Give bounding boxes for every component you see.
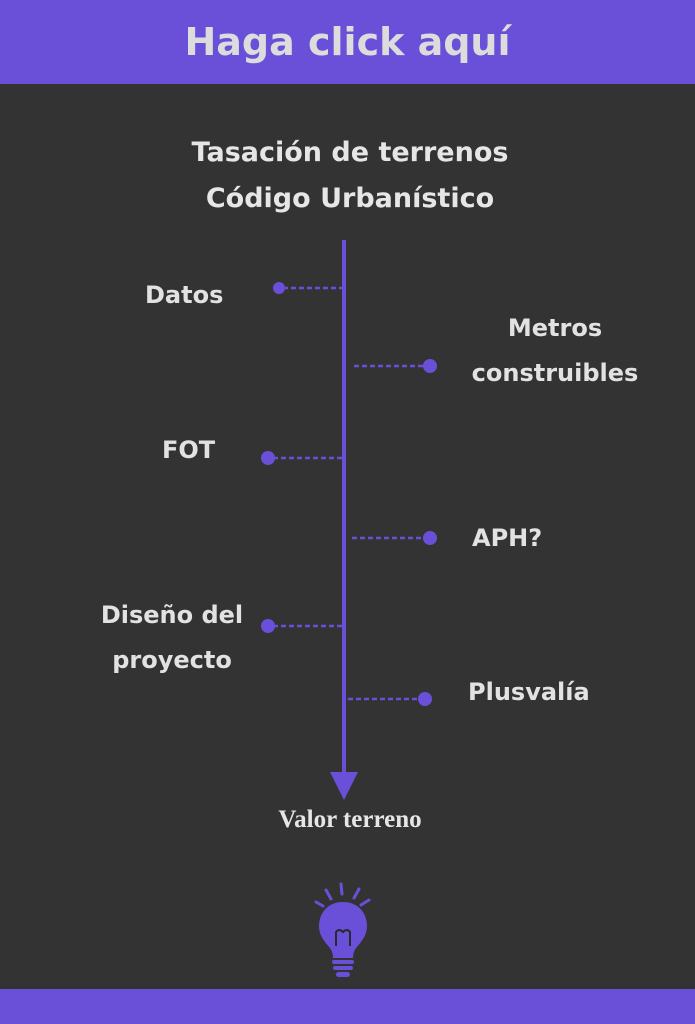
step-label-aph: APH? <box>472 524 543 552</box>
dot-fot <box>261 451 275 465</box>
dot-plusvalia <box>418 692 432 706</box>
banner-text[interactable]: Haga click aquí <box>184 20 511 64</box>
title-line-2: Código Urbanístico <box>205 183 495 214</box>
click-here-banner[interactable]: Haga click aquí <box>0 0 695 84</box>
step-label-diseno-proyecto: Diseño del proyecto <box>92 593 252 683</box>
step-label-diseno-proyecto-text: Diseño del proyecto <box>100 601 244 674</box>
step-label-fot: FOT <box>162 436 216 464</box>
step-label-plusvalia: Plusvalía <box>468 678 590 706</box>
diagram-title: Tasación de terrenos Código Urbanístico <box>100 130 600 222</box>
dot-datos <box>273 282 285 294</box>
dot-aph <box>423 531 437 545</box>
dot-diseno-proyecto <box>261 619 275 633</box>
title-line-1: Tasación de terrenos <box>191 137 509 168</box>
step-label-metros-construibles: Metros construibles <box>440 306 670 396</box>
bottom-bar <box>0 989 695 1024</box>
step-label-metros-construibles-text: Metros construibles <box>471 314 639 387</box>
end-label-valor-terreno: Valor terreno <box>278 806 422 833</box>
lightbulb-icon <box>314 882 371 977</box>
timeline-arrowhead <box>330 772 358 800</box>
step-label-datos: Datos <box>145 281 224 309</box>
dot-metros-construibles <box>423 359 437 373</box>
